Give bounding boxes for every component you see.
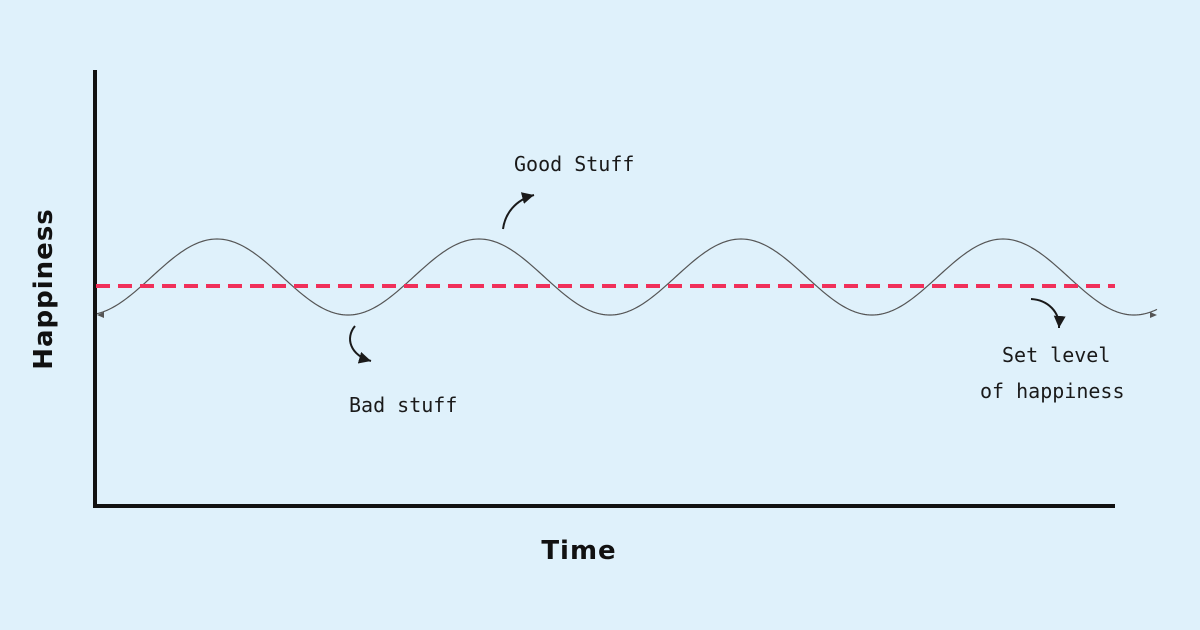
set-level-label-line2: of happiness [980,379,1125,403]
happiness-wave-curve [96,238,1158,316]
wave-start-arrow-icon [97,312,104,318]
x-axis-title: Time [541,536,616,566]
bad-stuff-arrow-icon [349,325,372,364]
good-stuff-arrow-icon [502,192,535,230]
good-stuff-label: Good Stuff [514,152,634,176]
set-level-arrow-icon [1030,298,1066,329]
set-level-label-line1: Set level [1002,343,1110,367]
wave-end-arrow-icon [1150,312,1157,318]
y-axis-title: Happiness [29,208,59,370]
bad-stuff-label: Bad stuff [349,393,457,417]
